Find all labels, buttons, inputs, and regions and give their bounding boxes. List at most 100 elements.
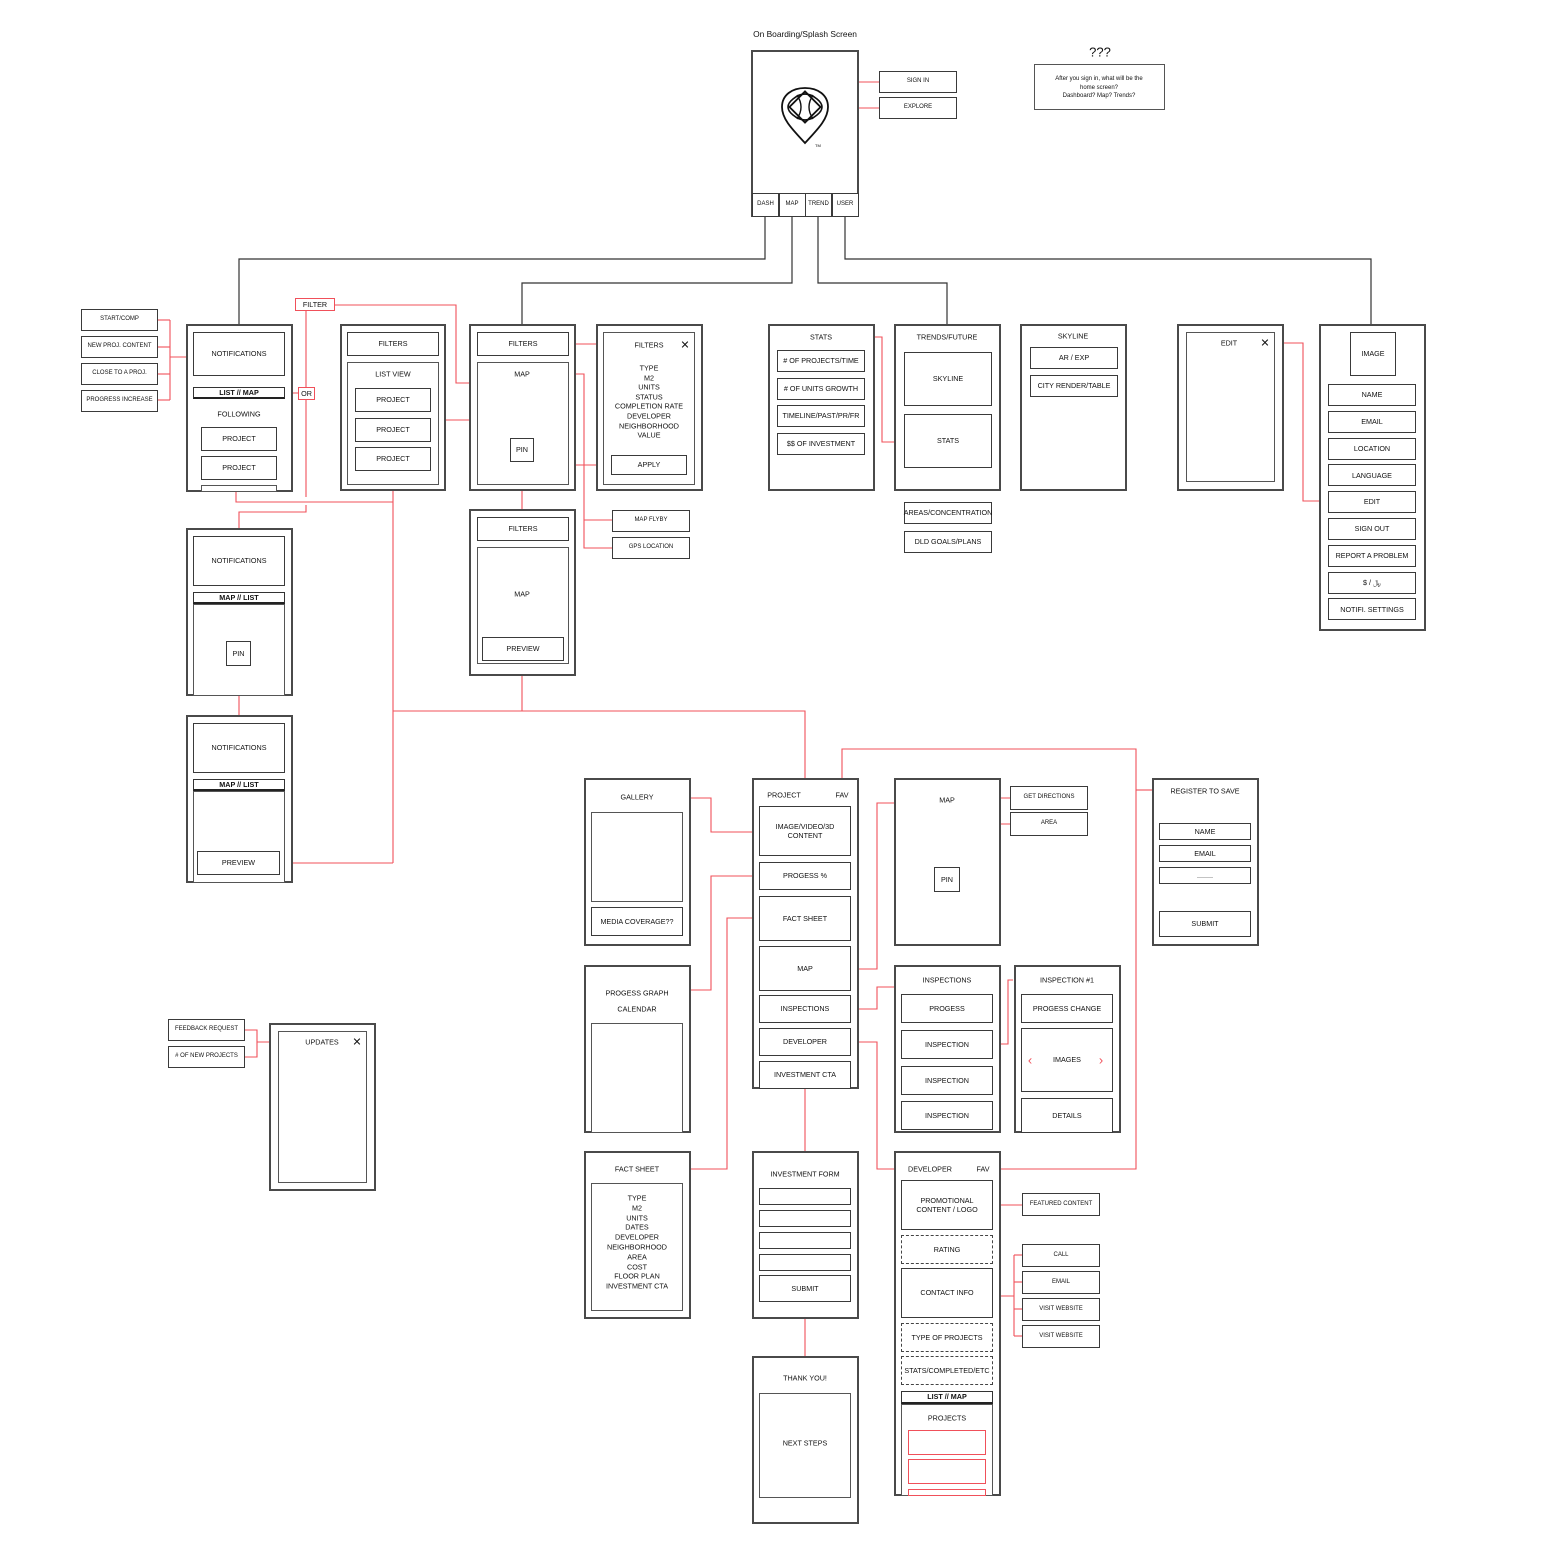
get-directions-label: GET DIRECTIONS: [1023, 794, 1075, 801]
skyline-item: CITY RENDER/TABLE: [1030, 375, 1118, 397]
map-flyby-label: MAP FLYBY: [634, 517, 668, 524]
user-menu-item: EMAIL: [1328, 410, 1416, 433]
contact-action-label: VISIT WEBSITE: [1039, 1305, 1083, 1312]
notifications-panel-label: NOTIFICATIONS: [211, 743, 267, 753]
user-menu-item: LOCATION: [1328, 437, 1416, 460]
flow-user: [844, 217, 1372, 324]
pin-marker: PIN: [226, 641, 251, 666]
fact-item: AREA: [627, 1252, 647, 1262]
progress-title: PROGESS GRAPH: [605, 988, 669, 998]
pin-marker-label: PIN: [941, 874, 953, 884]
preview-card: PREVIEW: [197, 851, 280, 875]
project-section: INSPECTIONS: [759, 995, 851, 1023]
fact-sheet-title: FACT SHEET: [614, 1164, 660, 1174]
skyline-card: SKYLINE: [904, 352, 992, 406]
filters-button: FILTERS: [477, 517, 569, 541]
trends-extra: DLD GOALS/PLANS: [904, 531, 992, 553]
inspection-item-label: INSPECTION: [925, 1075, 969, 1085]
developer-title: DEVELOPER: [908, 1164, 952, 1174]
project-section: MAP: [759, 946, 851, 991]
map-list-toggle: MAP // LIST: [193, 779, 285, 791]
get-directions: GET DIRECTIONS: [1010, 786, 1088, 810]
or-label: OR: [298, 387, 315, 400]
map-label: MAP: [514, 369, 530, 379]
gallery-image: [591, 812, 683, 902]
skyline-item: AR / EXP: [1030, 347, 1118, 369]
connector-line: [245, 1029, 258, 1058]
explore-button: EXPLORE: [879, 97, 957, 119]
filter-option: COMPLETION RATE: [614, 401, 684, 411]
project-card-label: PROJECT: [376, 395, 410, 405]
project-card: [908, 1459, 986, 1484]
close-icon: ✕: [1260, 337, 1270, 350]
inspections-title: INSPECTIONS: [922, 975, 972, 985]
update-type-label: # OF NEW PROJECTS: [175, 1053, 238, 1060]
fact-item: COST: [627, 1262, 647, 1272]
trends-extra: AREAS/CONCENTRATION: [904, 502, 992, 524]
area-button: AREA: [1010, 812, 1088, 836]
tab-user-label: USER: [836, 201, 854, 208]
register-title: REGISTER TO SAVE: [1170, 786, 1240, 796]
question-line: Dashboard? Map? Trends?: [1062, 93, 1136, 99]
form-field: [759, 1188, 851, 1205]
user-menu-item-label: LANGUAGE: [1352, 470, 1392, 480]
skyline-item-label: AR / EXP: [1058, 353, 1090, 363]
project-section-label: INSPECTIONS: [780, 1004, 830, 1014]
submit-button-label: SUBMIT: [791, 1283, 819, 1293]
form-field: [759, 1254, 851, 1271]
svg-text:TM: TM: [815, 143, 821, 148]
project-section-label: MAP: [797, 963, 813, 973]
project-types-label: TYPE OF PROJECTS: [911, 1332, 983, 1342]
contact-action-label: CALL: [1053, 1251, 1069, 1258]
thank-you-title: THANK YOU!: [783, 1373, 827, 1383]
question-note: [1034, 64, 1165, 110]
form-field: [759, 1232, 851, 1249]
contact-info: CONTACT INFO: [901, 1268, 993, 1318]
project-section: FACT SHEET: [759, 896, 851, 941]
next-steps-panel: [759, 1393, 851, 1498]
map-label: MAP: [939, 795, 955, 805]
user-menu-item: NAME: [1328, 384, 1416, 406]
filter-option: TYPE: [639, 363, 659, 373]
project-section-label: IMAGE/VIDEO/3D CONTENT: [775, 821, 835, 841]
following-label: FOLLOWING: [217, 409, 261, 419]
stats-item: $$ OF INVESTMENT: [777, 432, 865, 455]
stats-item: # OF PROJECTS/TIME: [777, 350, 865, 372]
splash-title: On Boarding/Splash Screen: [753, 29, 857, 39]
promo-content-label: PROMOTIONAL CONTENT / LOGO: [916, 1195, 978, 1215]
progress-change: PROGESS CHANGE: [1021, 994, 1113, 1023]
app-logo-icon: TM: [781, 87, 829, 148]
user-menu-item-label: $ / ﷼: [1363, 577, 1381, 587]
user-menu-item-label: LOCATION: [1353, 443, 1391, 453]
inspection-item: INSPECTION: [901, 1030, 993, 1059]
map-list-toggle: MAP // LIST: [193, 592, 285, 604]
connector-line: [691, 875, 768, 991]
filters-button: FILTERS: [347, 332, 439, 356]
stats-item: # OF UNITS GROWTH: [777, 377, 865, 400]
register-field: NAME: [1159, 823, 1251, 840]
apply-button: APPLY: [611, 455, 687, 475]
submit-button: SUBMIT: [759, 1275, 851, 1302]
pin-marker-label: PIN: [516, 445, 528, 455]
user-menu-item: SIGN OUT: [1328, 518, 1416, 540]
list-map-toggle: LIST // MAP: [901, 1391, 993, 1404]
edit-panel: [1186, 332, 1275, 482]
tab-dash-label: DASH: [757, 201, 774, 208]
inspection-detail-title: INSPECTION #1: [1040, 975, 1094, 985]
connector-line: [841, 748, 1137, 1170]
submit-button-label: SUBMIT: [1191, 919, 1219, 929]
fact-item: DATES: [625, 1222, 649, 1232]
images-carousel-label: IMAGES: [1053, 1055, 1081, 1065]
project-card-partial: [201, 485, 277, 492]
apply-button-label: APPLY: [637, 460, 661, 470]
updates-title: UPDATES: [305, 1037, 339, 1047]
notif-type-label: PROGRESS INCREASE: [86, 397, 153, 404]
project-card-label: PROJECT: [222, 434, 256, 444]
notif-type: START/COMP: [81, 309, 158, 331]
pin-marker-label: PIN: [232, 648, 245, 658]
progress-graph: [591, 1023, 683, 1133]
fact-item: DEVELOPER: [615, 1232, 659, 1242]
stats-item-label: $$ OF INVESTMENT: [786, 438, 856, 448]
register-field: EMAIL: [1159, 845, 1251, 862]
list-map-toggle: LIST // MAP: [193, 387, 285, 399]
